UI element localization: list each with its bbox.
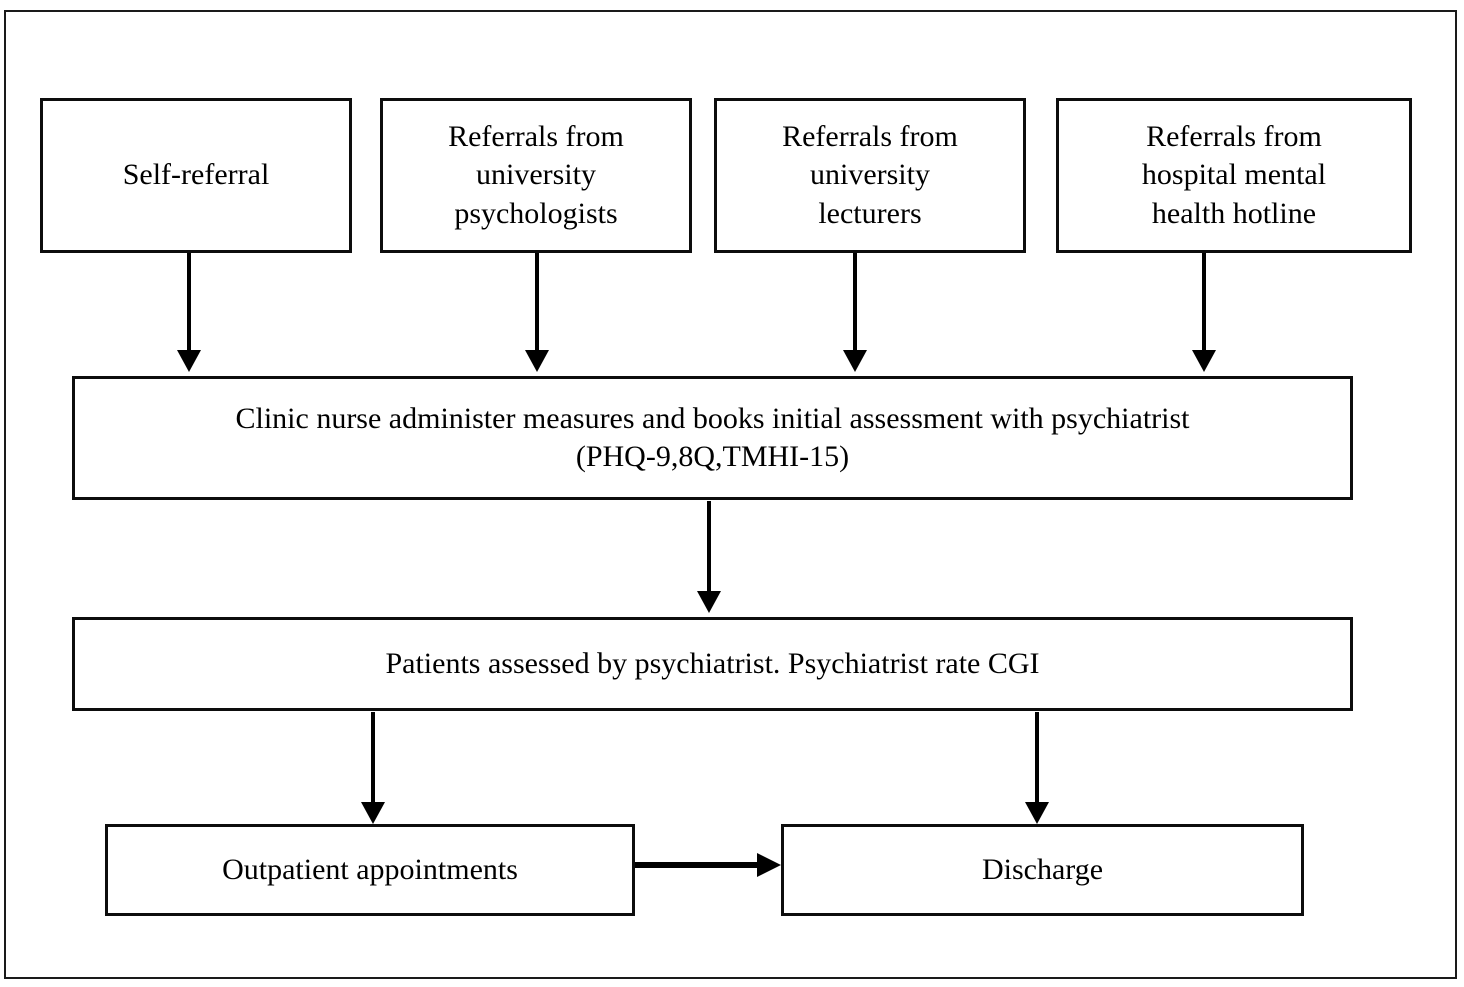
arrow-shaft xyxy=(535,253,539,350)
node-discharge: Discharge xyxy=(781,824,1304,916)
node-clinic-nurse-administer-measures-label: Clinic nurse administer measures and boo… xyxy=(235,401,1190,473)
node-referrals-university-lecturers: Referrals from university lecturers xyxy=(714,98,1026,253)
arrow-head xyxy=(1025,802,1049,824)
node-outpatient-appointments: Outpatient appointments xyxy=(105,824,635,916)
node-referrals-hospital-mental-health-hotline: Referrals from hospital mental health ho… xyxy=(1056,98,1412,253)
arrow-head xyxy=(361,802,385,824)
arrow-shaft xyxy=(635,862,759,868)
arrow-shaft xyxy=(1035,712,1039,802)
diagram-outer-frame: Self-referral Referrals from university … xyxy=(4,10,1457,979)
node-referrals-university-psychologists-label: Referrals from university psychologists xyxy=(448,119,624,230)
arrow-shaft xyxy=(707,501,711,591)
arrow-shaft xyxy=(1202,253,1206,350)
node-clinic-nurse-administer-measures: Clinic nurse administer measures and boo… xyxy=(72,376,1353,500)
arrow-shaft xyxy=(187,253,191,350)
node-discharge-label: Discharge xyxy=(981,852,1104,886)
node-patients-assessed-by-psychiatrist: Patients assessed by psychiatrist. Psych… xyxy=(72,617,1353,711)
arrow-shaft xyxy=(371,712,375,802)
arrow-shaft xyxy=(853,253,857,350)
node-self-referral: Self-referral xyxy=(40,98,352,253)
node-self-referral-label: Self-referral xyxy=(122,158,270,192)
node-referrals-hospital-mental-health-hotline-label: Referrals from hospital mental health ho… xyxy=(1141,119,1327,230)
node-outpatient-appointments-label: Outpatient appointments xyxy=(222,852,518,886)
arrow-head xyxy=(697,591,721,613)
arrow-head xyxy=(1192,350,1216,372)
arrow-head xyxy=(843,350,867,372)
node-referrals-university-psychologists: Referrals from university psychologists xyxy=(380,98,692,253)
node-patients-assessed-by-psychiatrist-label: Patients assessed by psychiatrist. Psych… xyxy=(385,646,1040,680)
arrow-head xyxy=(757,853,781,877)
arrow-head xyxy=(525,350,549,372)
node-referrals-university-lecturers-label: Referrals from university lecturers xyxy=(782,119,958,230)
arrow-head xyxy=(177,350,201,372)
